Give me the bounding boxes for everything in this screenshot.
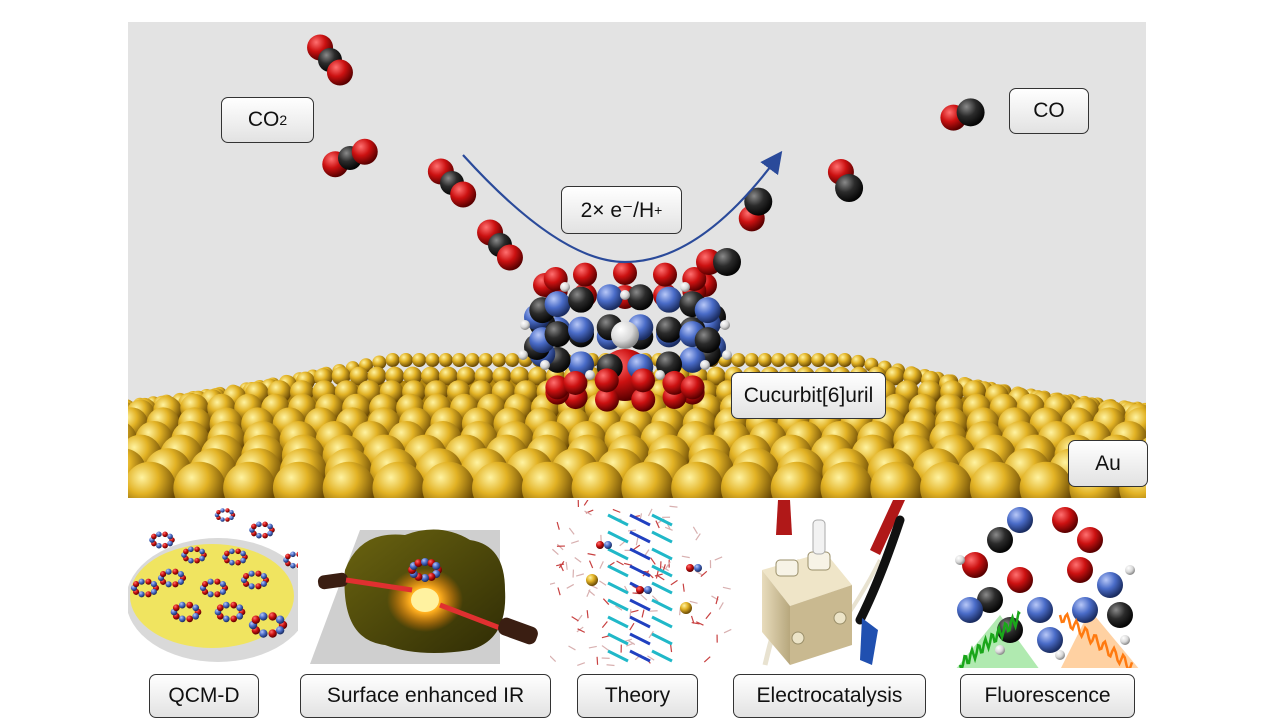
theory-illustration [550, 500, 732, 668]
technique-label-text: Theory [604, 684, 671, 707]
seira-illustration [310, 529, 538, 664]
technique-label-seira: Surface enhanced IR [300, 674, 551, 718]
technique-label-qcmd: QCM-D [149, 674, 259, 718]
technique-label-text: Electrocatalysis [756, 684, 903, 707]
technique-label-fluorescence: Fluorescence [960, 674, 1135, 718]
electron-proton-label: 2× e⁻/H+ [561, 186, 682, 234]
gas-molecules [307, 34, 985, 276]
co-label: CO [1009, 88, 1089, 134]
technique-label-electrocatalysis: Electrocatalysis [733, 674, 926, 718]
technique-label-theory: Theory [577, 674, 698, 718]
cucurbituril-molecule [518, 261, 732, 412]
proton-superscript: + [654, 202, 663, 218]
fluorescence-illustration [940, 500, 1140, 668]
au-label: Au [1068, 440, 1148, 487]
cucurbituril-label: Cucurbit[6]uril [731, 372, 886, 419]
cucurbituril-label-text: Cucurbit[6]uril [743, 383, 874, 407]
co-label-text: CO [1033, 99, 1065, 122]
technique-label-text: Surface enhanced IR [326, 684, 525, 707]
reaction-arrow [462, 150, 783, 264]
qcmd-illustration [128, 508, 298, 662]
au-label-text: Au [1095, 451, 1121, 475]
electrocatalysis-illustration [740, 500, 920, 668]
technique-label-text: Fluorescence [984, 684, 1111, 707]
technique-label-text: QCM-D [168, 684, 240, 707]
co2-subscript: 2 [279, 112, 288, 128]
electron-proton-text: 2× e⁻/H [580, 198, 655, 222]
co2-label-text: CO [247, 108, 280, 131]
